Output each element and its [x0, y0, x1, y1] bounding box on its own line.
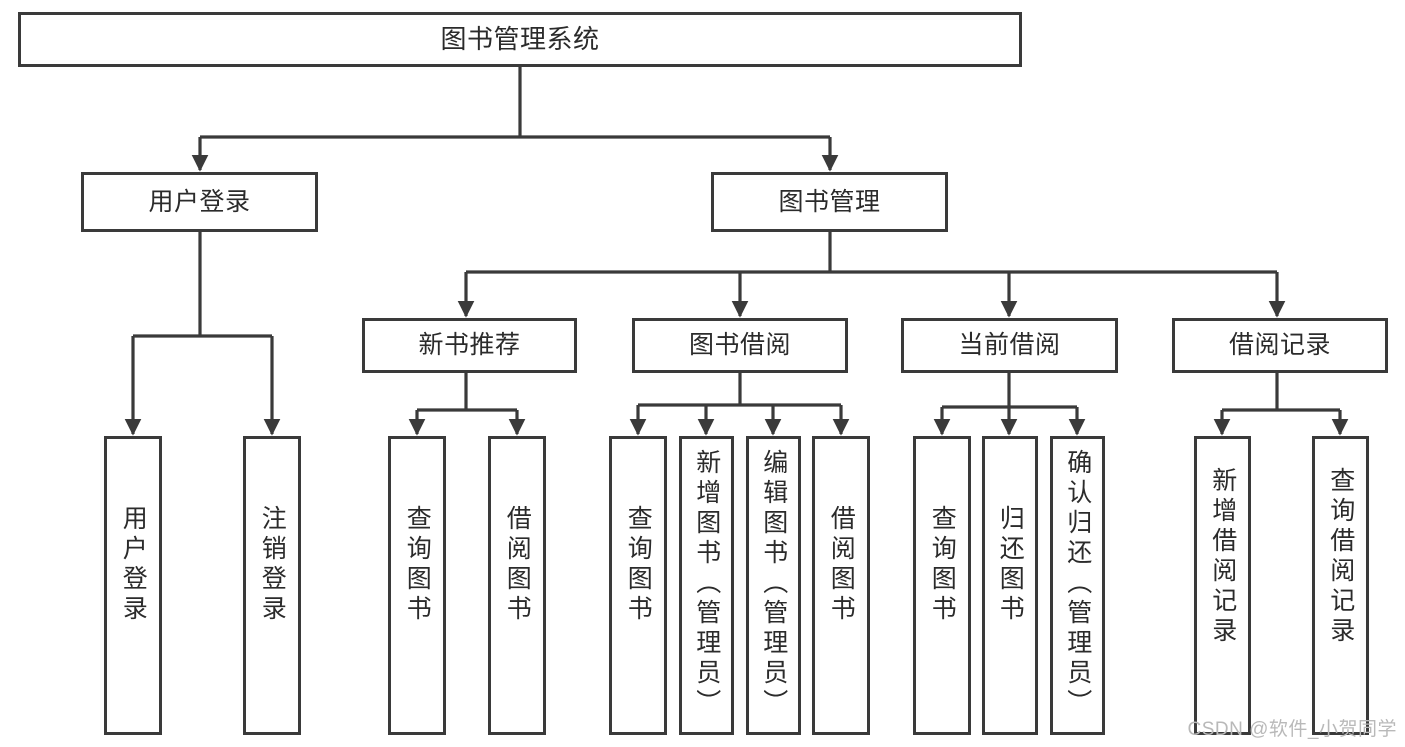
node-label: 当前借阅	[958, 331, 1061, 360]
node-label: 新增借阅记录	[1208, 467, 1237, 647]
node-label: 查询借阅记录	[1326, 467, 1355, 647]
leaf-current-confirm-return-admin[interactable]: 确认归还（管理员）	[1050, 436, 1105, 735]
node-label: 新书推荐	[418, 331, 521, 360]
leaf-recommend-query-book[interactable]: 查询图书	[388, 436, 446, 735]
node-borrow-record[interactable]: 借阅记录	[1172, 318, 1388, 373]
leaf-borrow-edit-book-admin[interactable]: 编辑图书（管理员）	[746, 436, 801, 735]
leaf-recommend-borrow-book[interactable]: 借阅图书	[488, 436, 546, 735]
leaf-current-query-book[interactable]: 查询图书	[913, 436, 971, 735]
node-label: 确认归还（管理员）	[1063, 449, 1092, 719]
node-label: 用户登录	[148, 187, 251, 216]
node-current-borrow[interactable]: 当前借阅	[901, 318, 1118, 373]
node-label: 注销登录	[258, 505, 287, 625]
node-label: 新增图书（管理员）	[692, 449, 721, 719]
node-root-system[interactable]: 图书管理系统	[18, 12, 1022, 67]
leaf-user-login[interactable]: 用户登录	[104, 436, 162, 735]
node-label: 归还图书	[996, 505, 1025, 625]
node-label: 图书管理系统	[440, 23, 600, 54]
leaf-record-add-record[interactable]: 新增借阅记录	[1194, 436, 1251, 735]
leaf-current-return-book[interactable]: 归还图书	[982, 436, 1038, 735]
node-label: 借阅记录	[1228, 331, 1331, 360]
node-book-borrow[interactable]: 图书借阅	[632, 318, 848, 373]
node-user-login[interactable]: 用户登录	[81, 172, 318, 232]
node-label: 编辑图书（管理员）	[759, 449, 788, 719]
leaf-record-query-record[interactable]: 查询借阅记录	[1312, 436, 1369, 735]
node-new-book-recommend[interactable]: 新书推荐	[362, 318, 577, 373]
node-label: 查询图书	[624, 505, 653, 625]
node-label: 查询图书	[928, 505, 957, 625]
node-label: 图书借阅	[688, 331, 791, 360]
leaf-borrow-borrow-book[interactable]: 借阅图书	[812, 436, 870, 735]
watermark-text: CSDN @软件_小贺同学	[1187, 719, 1397, 740]
node-label: 借阅图书	[503, 505, 532, 625]
node-book-management[interactable]: 图书管理	[711, 172, 948, 232]
leaf-user-logout[interactable]: 注销登录	[243, 436, 301, 735]
node-label: 借阅图书	[827, 505, 856, 625]
leaf-borrow-query-book[interactable]: 查询图书	[609, 436, 667, 735]
node-label: 图书管理	[778, 187, 881, 216]
leaf-borrow-add-book-admin[interactable]: 新增图书（管理员）	[679, 436, 734, 735]
node-label: 用户登录	[119, 505, 148, 625]
node-label: 查询图书	[403, 505, 432, 625]
